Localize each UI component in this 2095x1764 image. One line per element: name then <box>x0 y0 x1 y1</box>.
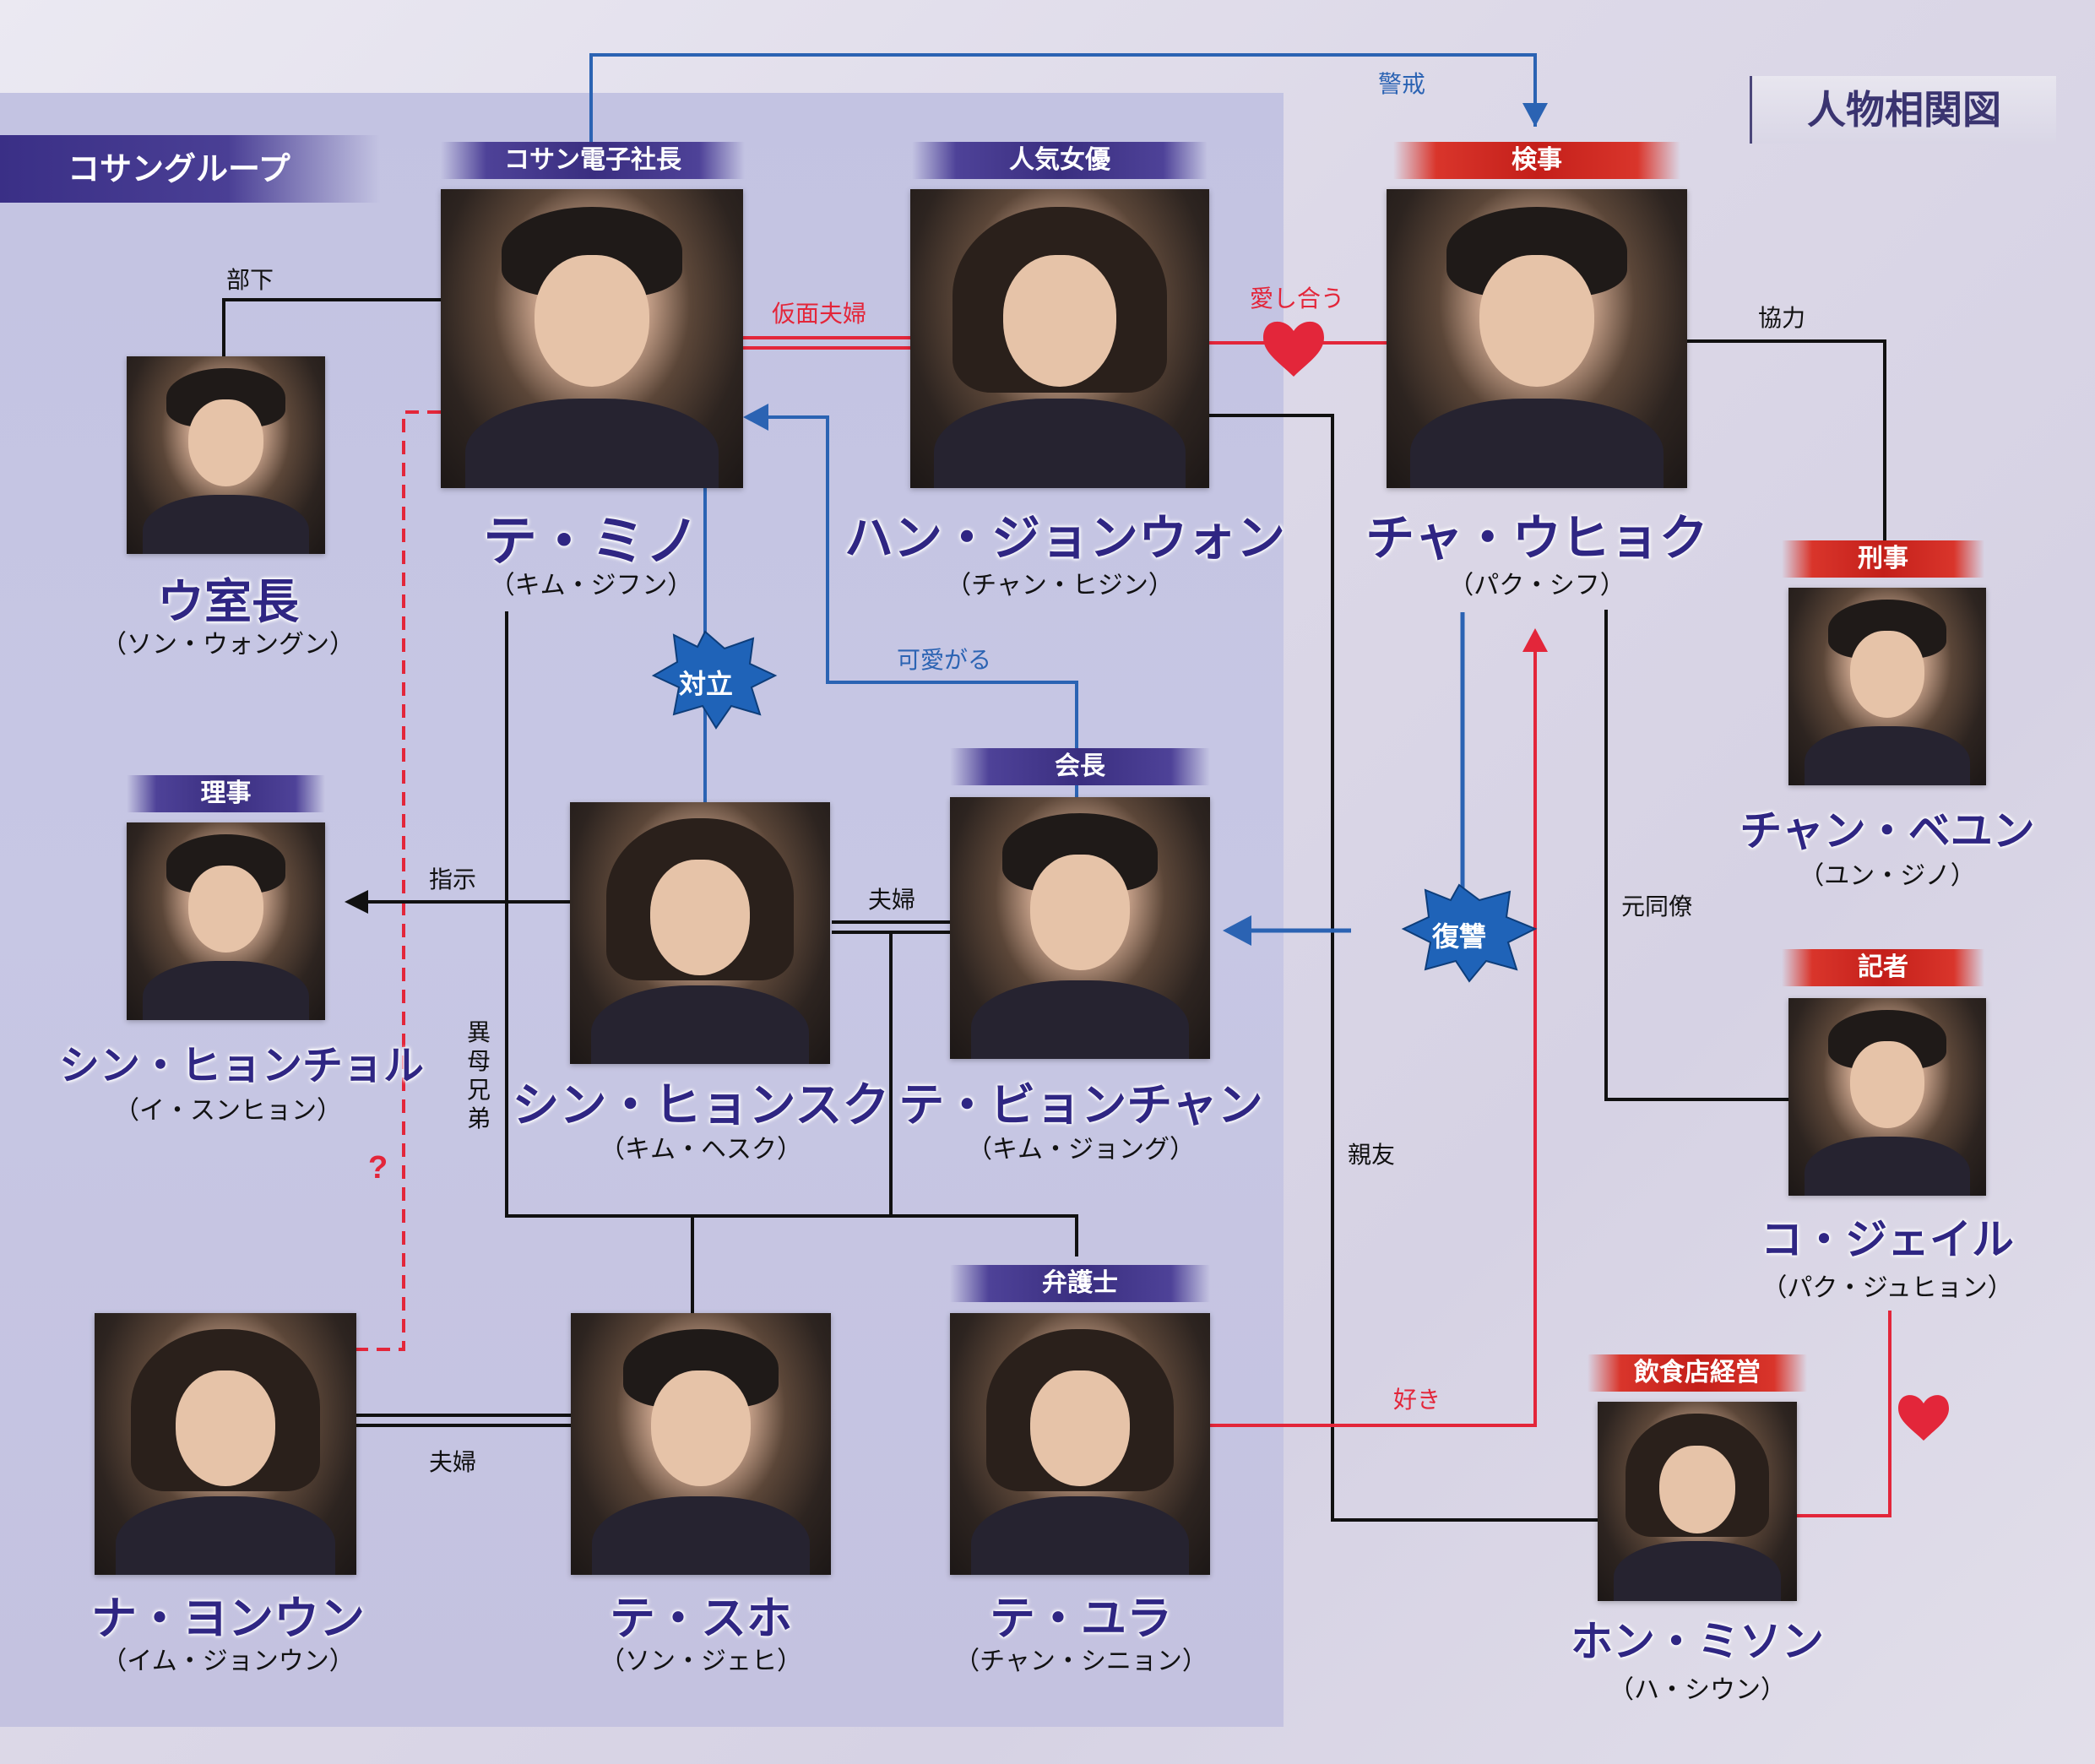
photo-hong[interactable] <box>1598 1402 1797 1601</box>
name-tesuho: テ・スホ <box>610 1591 792 1645</box>
line-kawaigaru <box>764 415 1078 798</box>
role-banner-teyura: 弁護士 <box>950 1265 1210 1302</box>
arrowhead-suki <box>1522 628 1548 652</box>
rel-keikai: 警戒 <box>1378 71 1426 97</box>
rel-question: ? <box>368 1150 388 1186</box>
photo-teyura[interactable] <box>950 1313 1210 1575</box>
arrowhead-keikai <box>1522 103 1548 127</box>
rel-kawaigaru: 可愛がる <box>897 647 992 673</box>
name-teyura: テ・ユラ <box>990 1591 1172 1645</box>
line-motodoryo <box>1604 610 1788 1101</box>
photo-temino[interactable] <box>441 189 743 488</box>
rel-kyoryoku: 協力 <box>1758 305 1806 331</box>
rel-fufu1: 夫婦 <box>868 887 916 913</box>
line-shinyu <box>1209 414 1598 1522</box>
photo-cha[interactable] <box>1387 189 1687 488</box>
photo-tebc[interactable] <box>950 797 1210 1059</box>
actor-temino: （キム・ジフン） <box>489 572 693 600</box>
role-banner-han: 人気女優 <box>912 142 1208 179</box>
actor-shinhc: （イ・スンヒョン） <box>114 1097 342 1125</box>
name-u: ウ室長 <box>157 574 299 630</box>
rel-buka: 部下 <box>226 267 274 293</box>
name-shinhs: シン・ヒョンスク <box>512 1077 890 1133</box>
line-suki <box>1209 633 1537 1427</box>
actor-u: （ソン・ウォングン） <box>101 631 355 659</box>
name-shinhc: シン・ヒョンチョル <box>59 1042 425 1089</box>
actor-chang: （ユン・ジノ） <box>1799 862 1976 890</box>
rel-motodoryo: 元同僚 <box>1621 893 1693 920</box>
photo-u[interactable] <box>127 356 325 554</box>
actor-na: （イム・ジョンウン） <box>101 1647 355 1675</box>
heart-icon <box>1898 1395 1949 1441</box>
line-buka <box>222 298 441 356</box>
group-label: コサングループ <box>0 135 380 203</box>
actor-ko: （パク・ジュヒョン） <box>1761 1274 2013 1302</box>
line-ko-hong <box>1797 1311 1891 1517</box>
fukushu-label: 復讐 <box>1431 920 1486 953</box>
actor-tebc: （キム・ジョング） <box>967 1136 1195 1164</box>
rel-kamen: 仮面夫婦 <box>772 301 867 327</box>
tairitsu-label: 対立 <box>678 668 733 700</box>
photo-ko[interactable] <box>1788 998 1986 1196</box>
role-banner-temino: コサン電子社長 <box>441 142 745 179</box>
rel-shiji: 指示 <box>429 866 477 893</box>
heart-icon <box>1263 321 1324 377</box>
arrowhead-kawaigaru <box>743 404 768 431</box>
actor-teyura: （チャン・シニョン） <box>954 1647 1208 1675</box>
actor-tesuho: （ソン・ジェヒ） <box>600 1647 802 1675</box>
arrowhead-fukushu <box>1223 915 1251 946</box>
photo-chang[interactable] <box>1788 588 1986 785</box>
role-banner-shinhc: 理事 <box>127 775 325 812</box>
tairitsu-burst <box>651 630 778 730</box>
rel-shinyu: 親友 <box>1348 1142 1396 1168</box>
photo-shinhs[interactable] <box>570 802 830 1064</box>
line-question <box>356 410 441 1351</box>
line-keikai <box>589 53 1537 150</box>
name-ko: コ・ジェイル <box>1761 1214 2014 1264</box>
actor-cha: （パク・シフ） <box>1448 572 1626 600</box>
name-chang: チャン・ベユン <box>1740 806 2035 855</box>
line-kyoryoku <box>1687 339 1886 540</box>
name-han: ハン・ジョンウォン <box>844 509 1286 567</box>
role-banner-chang: 刑事 <box>1782 540 1984 578</box>
rel-aishiau: 愛し合う <box>1250 285 1345 312</box>
actor-shinhs: （キム・ヘスク） <box>600 1136 802 1164</box>
role-banner-ko: 記者 <box>1782 949 1984 986</box>
role-banner-hong: 飲食店経営 <box>1588 1354 1807 1392</box>
photo-han[interactable] <box>910 189 1209 488</box>
actor-han: （チャン・ヒジン） <box>946 572 1174 600</box>
rel-ibo: 異母兄弟 <box>466 1019 491 1132</box>
name-na: ナ・ヨンウン <box>91 1591 365 1645</box>
fukushu-burst <box>1401 883 1538 983</box>
role-banner-cha: 検事 <box>1393 142 1680 179</box>
name-hong: ホン・ミソン <box>1571 1616 1824 1666</box>
photo-tesuho[interactable] <box>571 1313 831 1575</box>
name-tebc: テ・ビョンチャン <box>898 1077 1263 1132</box>
role-banner-tebc: 会長 <box>950 748 1210 785</box>
arrowhead-shiji <box>345 890 368 914</box>
line-ibo <box>505 611 1078 1257</box>
name-temino: テ・ミノ <box>483 510 699 573</box>
photo-na[interactable] <box>95 1313 356 1575</box>
name-cha: チャ・ウヒョク <box>1365 509 1708 567</box>
rel-fufu2: 夫婦 <box>429 1449 477 1475</box>
actor-hong: （ハ・シウン） <box>1609 1676 1786 1704</box>
rel-suki: 好き <box>1393 1387 1441 1413</box>
page-title: 人物相関図 <box>1750 76 2056 144</box>
photo-shinhc[interactable] <box>127 822 325 1020</box>
